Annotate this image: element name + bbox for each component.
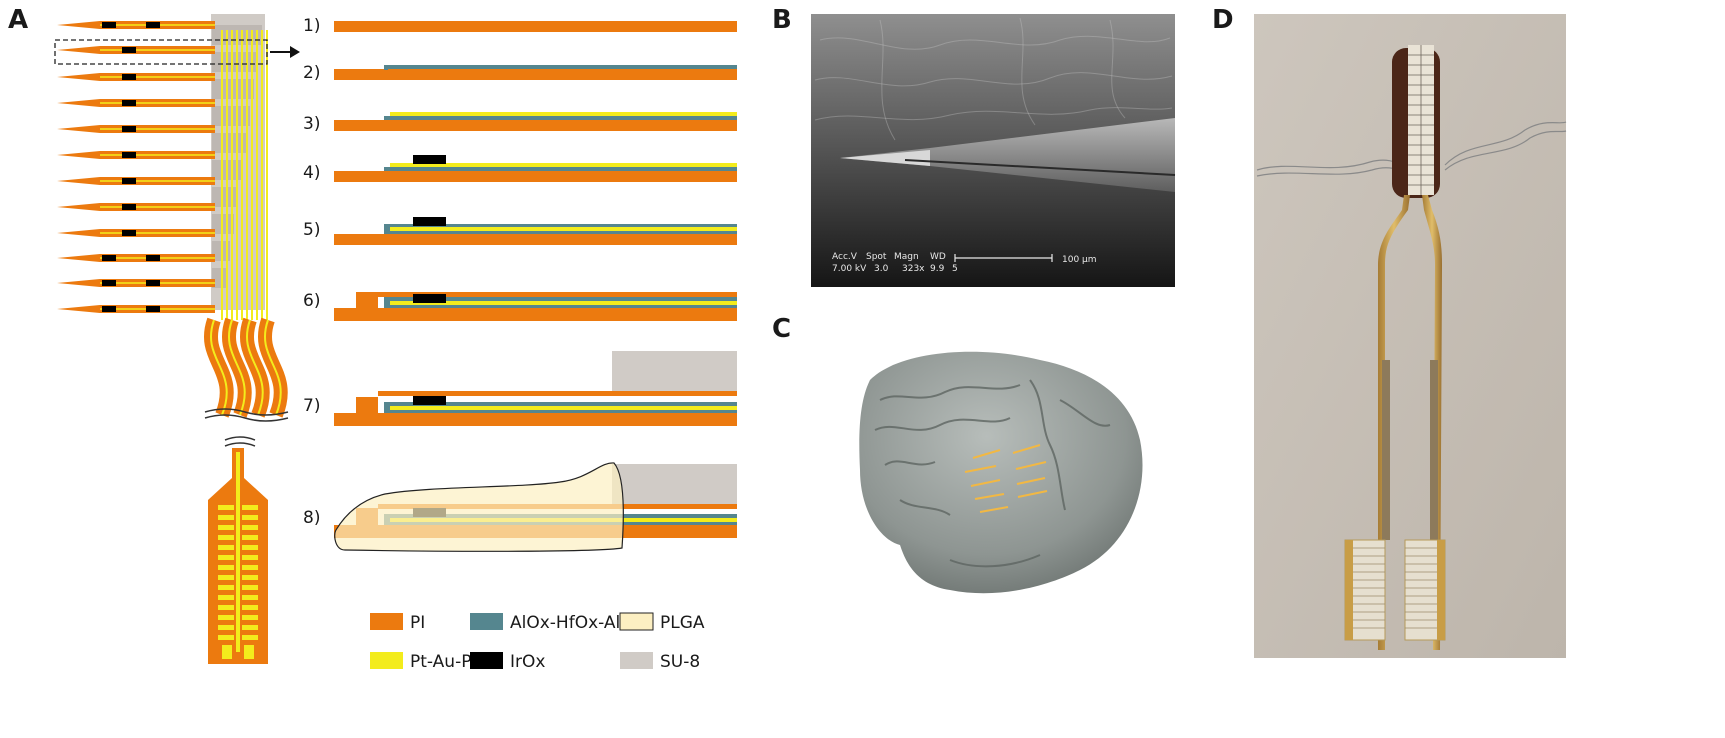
shank <box>57 125 215 133</box>
shank <box>57 46 215 54</box>
legend-label-irox: IrOx <box>510 652 545 672</box>
panel-label-c: C <box>772 314 791 344</box>
probe-top-view <box>54 14 300 320</box>
sem-acc-v-value: 7.00 kV <box>832 264 867 274</box>
sem-spot: Spot <box>866 252 887 262</box>
panel-label-d: D <box>1212 5 1234 35</box>
step-6 <box>334 292 737 321</box>
step-label-2: 2) <box>303 63 320 83</box>
step-5 <box>334 217 737 245</box>
sem-spot-value: 3.0 <box>874 264 889 274</box>
legend-swatch-plga <box>619 612 654 631</box>
process-steps: 1) 2) 3) 4) 5) 6) 7) 8) <box>303 16 737 552</box>
connector-pad <box>208 448 268 664</box>
sem-acc-v: Acc.V <box>832 252 858 262</box>
trace-bundle <box>221 30 268 320</box>
shank <box>57 279 215 287</box>
step-1 <box>334 21 737 32</box>
implanted-shanks <box>964 444 1048 513</box>
legend: PI AlOx-HfOx-AlOx PLGA Pt-Au-Pt IrOx SU-… <box>370 612 705 672</box>
panel-label-a: A <box>8 5 28 35</box>
brain-render <box>859 351 1143 594</box>
legend-label-pi: PI <box>410 613 425 633</box>
legend-label-alox: AlOx-HfOx-AlOx <box>510 613 644 633</box>
legend-label-ptaupt: Pt-Au-Pt <box>410 652 478 672</box>
shank <box>57 21 215 29</box>
selection-box <box>54 39 268 65</box>
shank <box>57 73 215 81</box>
sem-image: Acc.V Spot Magn WD 7.00 kV 3.0 323x 9.9 … <box>811 14 1176 287</box>
break-mark <box>204 408 289 416</box>
plga-coating <box>334 462 624 552</box>
sem-wd-value: 9.9 <box>930 264 945 274</box>
step-4 <box>334 155 737 182</box>
shank <box>57 254 215 262</box>
device-photo <box>1254 14 1567 658</box>
sem-extra-value: 5 <box>952 264 958 274</box>
legend-label-su8: SU-8 <box>660 652 700 672</box>
legend-swatch-su8 <box>620 652 653 669</box>
shank <box>57 229 215 237</box>
scale-bar-label: 100 µm <box>1062 255 1097 265</box>
step-label-3: 3) <box>303 114 320 134</box>
step-8 <box>334 462 737 552</box>
shank <box>57 151 215 159</box>
shank <box>57 305 215 313</box>
sem-wd: WD <box>930 252 946 262</box>
panel-label-b: B <box>772 5 792 35</box>
probe-array-right <box>1404 539 1446 641</box>
step-label-7: 7) <box>303 396 320 416</box>
shank <box>57 177 215 185</box>
legend-swatch-ptaupt <box>370 652 403 669</box>
step-2 <box>334 65 737 80</box>
step-label-6: 6) <box>303 291 320 311</box>
step-3 <box>334 112 737 131</box>
legend-swatch-alox <box>470 613 503 630</box>
sem-needle <box>840 118 1175 192</box>
probe-array-left <box>1344 539 1386 641</box>
step-label-1: 1) <box>303 16 320 36</box>
step-label-5: 5) <box>303 220 320 240</box>
flexible-cable <box>203 317 289 447</box>
step-label-4: 4) <box>303 163 320 183</box>
step-7 <box>334 351 737 426</box>
sem-magn-value: 323x <box>902 264 925 274</box>
arrow-head <box>290 46 300 58</box>
sem-magn: Magn <box>894 252 919 262</box>
legend-label-plga: PLGA <box>660 613 705 633</box>
probe-shanks <box>57 21 215 313</box>
step-label-8: 8) <box>303 508 320 528</box>
shank <box>57 203 215 211</box>
shank <box>57 99 215 107</box>
legend-swatch-pi <box>370 613 403 630</box>
legend-swatch-irox <box>470 652 503 669</box>
